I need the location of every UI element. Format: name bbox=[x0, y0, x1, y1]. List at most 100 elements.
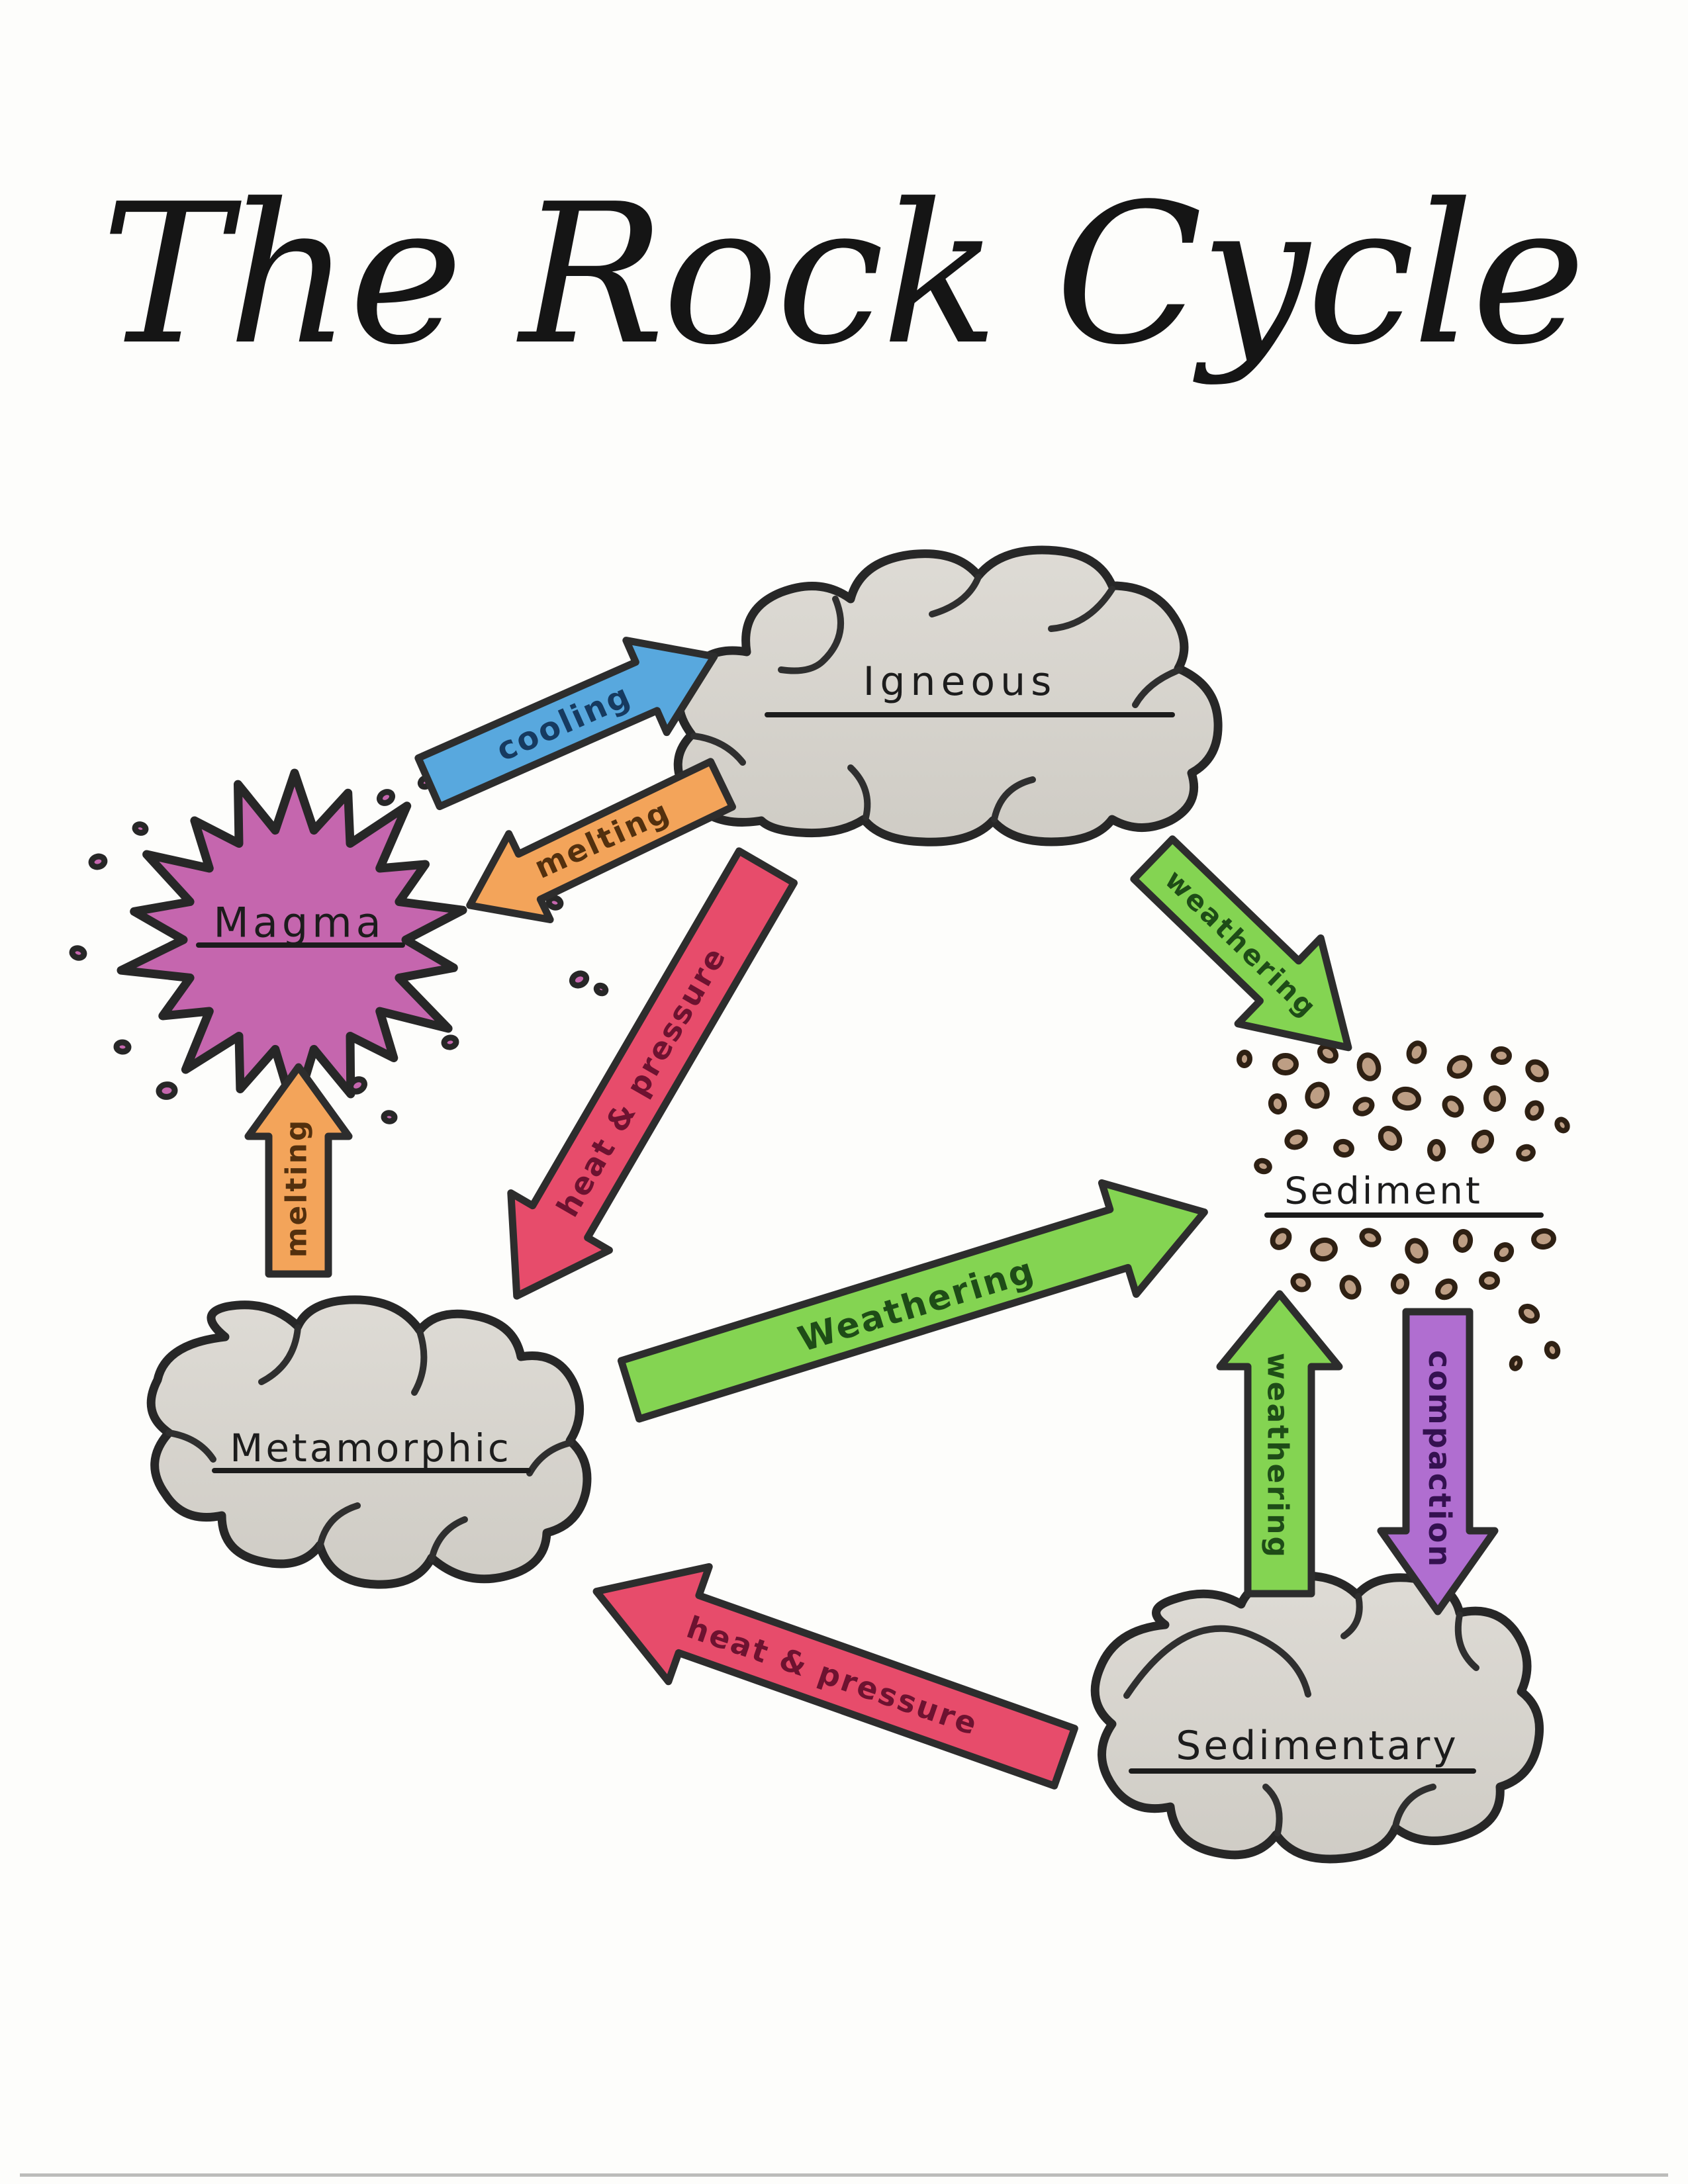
sediment-pebble bbox=[1236, 1050, 1253, 1068]
magma-droplet bbox=[348, 1076, 367, 1095]
magma-droplet bbox=[156, 1081, 178, 1100]
sedimentary-rock-outline bbox=[1090, 1571, 1544, 1864]
melting-from-metamorphic-arrow-label: melting bbox=[279, 1118, 314, 1258]
metamorphic-rock-outline bbox=[146, 1295, 592, 1589]
magma-label: Magma bbox=[213, 898, 385, 947]
sediment-pebble bbox=[1392, 1086, 1421, 1111]
sediment-pebble bbox=[1305, 1081, 1330, 1109]
sedimentary-crease bbox=[1340, 1593, 1363, 1639]
sediment-pebble bbox=[1406, 1040, 1427, 1064]
sediment-pebble bbox=[1427, 1139, 1446, 1161]
sediment-pebble bbox=[1339, 1275, 1362, 1300]
sediment-pebble bbox=[1317, 1043, 1339, 1064]
magma-droplet bbox=[376, 789, 396, 806]
metamorphic-crease bbox=[165, 1430, 216, 1463]
sedimentary-underline bbox=[1129, 1768, 1476, 1774]
sediment-pebble bbox=[1509, 1355, 1523, 1371]
sediment-underline bbox=[1264, 1212, 1544, 1218]
weathering-from-sedimentary-arrow-label: weathering bbox=[1260, 1353, 1295, 1559]
sediment-pebble bbox=[1452, 1229, 1474, 1253]
sediment-pebble bbox=[1270, 1228, 1292, 1250]
sediment-pebble bbox=[1518, 1303, 1540, 1324]
sedimentary-label: Sedimentary bbox=[1176, 1723, 1459, 1769]
sediment-label: Sediment bbox=[1284, 1169, 1483, 1213]
heat-pressure-from-igneous-arrow bbox=[507, 847, 798, 1300]
sediment-pebble bbox=[1390, 1273, 1410, 1295]
cooling-arrow bbox=[414, 637, 718, 811]
igneous-crease bbox=[1048, 586, 1115, 632]
metamorphic-rock bbox=[146, 1295, 592, 1589]
igneous-rock-outline bbox=[673, 545, 1223, 846]
sedimentary-crease bbox=[1454, 1612, 1479, 1671]
sedimentary-rock bbox=[1090, 1571, 1544, 1864]
sediment-pebble bbox=[1290, 1273, 1311, 1293]
igneous-crease bbox=[929, 574, 982, 617]
metamorphic-label: Metamorphic bbox=[230, 1426, 512, 1471]
page-title: The Rock Cycle bbox=[101, 162, 1586, 387]
magma-droplet bbox=[132, 821, 149, 836]
sediment-pebble bbox=[1491, 1046, 1512, 1066]
scanner-artifact-line bbox=[20, 2173, 1668, 2177]
compaction-arrow-label: compaction bbox=[1422, 1349, 1458, 1569]
sediment-pebble bbox=[1446, 1055, 1473, 1079]
magma-droplet bbox=[113, 1039, 132, 1055]
sediment-pebble bbox=[1524, 1100, 1544, 1121]
sediment-pebble bbox=[1435, 1278, 1458, 1300]
sedimentary-crease bbox=[1262, 1784, 1283, 1837]
sediment-pebble bbox=[1333, 1138, 1354, 1158]
sediment-pebble bbox=[1405, 1238, 1429, 1264]
sediment-pebble bbox=[1310, 1237, 1338, 1262]
igneous-crease bbox=[1132, 666, 1183, 708]
sedimentary-crease bbox=[1123, 1625, 1311, 1699]
sediment-pebble bbox=[1284, 1129, 1308, 1150]
sediment-pebble bbox=[1493, 1242, 1515, 1263]
metamorphic-crease bbox=[526, 1439, 574, 1477]
sediment-pebble bbox=[1268, 1093, 1288, 1115]
sediment-pebble bbox=[1471, 1129, 1495, 1154]
metamorphic-crease bbox=[258, 1324, 301, 1385]
metamorphic-crease bbox=[411, 1328, 428, 1396]
process-arrows bbox=[244, 637, 1499, 1790]
sediment-pebble bbox=[1352, 1097, 1375, 1116]
magma-droplet bbox=[88, 853, 108, 870]
sediment-pebble bbox=[1378, 1126, 1403, 1151]
magma-droplet bbox=[381, 1110, 398, 1124]
sediment-pebble bbox=[1483, 1085, 1507, 1112]
melting-from-metamorphic-arrow bbox=[244, 1063, 353, 1278]
melting-from-igneous-arrow bbox=[466, 758, 736, 924]
igneous-label: Igneous bbox=[863, 659, 1057, 705]
sediment-pebble bbox=[1525, 1059, 1549, 1083]
sedimentary-crease bbox=[1392, 1784, 1436, 1830]
igneous-crease bbox=[847, 764, 871, 821]
sediment-pebble bbox=[1531, 1228, 1556, 1250]
magma-droplet bbox=[593, 982, 609, 997]
metamorphic-underline bbox=[212, 1468, 531, 1473]
sediment-pebble bbox=[1359, 1228, 1382, 1248]
magma-droplet bbox=[69, 945, 87, 961]
weathering-from-metamorphic-arrow bbox=[617, 1179, 1208, 1423]
compaction-arrow bbox=[1377, 1308, 1499, 1615]
metamorphic-crease bbox=[316, 1502, 361, 1551]
heat-pressure-from-sedimentary-arrow bbox=[592, 1563, 1078, 1790]
sediment-pebble bbox=[1356, 1052, 1382, 1081]
sediment-pebble bbox=[1554, 1116, 1570, 1134]
metamorphic-crease bbox=[428, 1516, 468, 1563]
magma-droplet bbox=[569, 970, 590, 989]
igneous-underline bbox=[765, 712, 1175, 717]
igneous-rock bbox=[673, 545, 1223, 846]
weathering-from-igneous-arrow bbox=[1130, 835, 1352, 1052]
igneous-crease bbox=[690, 733, 746, 766]
magma-droplet bbox=[441, 1034, 459, 1050]
igneous-crease bbox=[991, 776, 1036, 823]
sediment-pebble bbox=[1272, 1053, 1299, 1075]
sediment-pebbles bbox=[1236, 1040, 1570, 1371]
igneous-crease bbox=[778, 596, 844, 674]
magma-underline bbox=[196, 942, 405, 948]
weathering-from-sedimentary-arrow bbox=[1216, 1290, 1343, 1598]
sediment-pebble bbox=[1442, 1095, 1464, 1118]
sediment-pebble bbox=[1254, 1158, 1272, 1175]
sediment-pebble bbox=[1479, 1271, 1500, 1291]
sediment-pebble bbox=[1516, 1144, 1536, 1162]
